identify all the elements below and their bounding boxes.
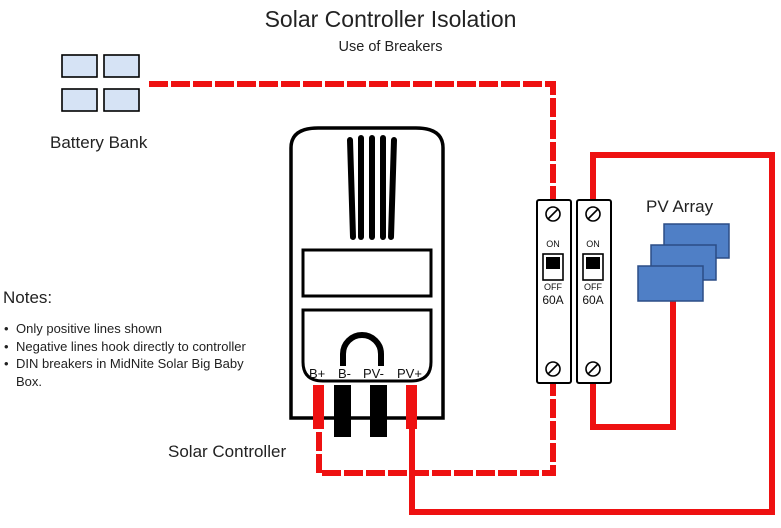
note-item: DIN breakers in MidNite Solar Big Baby B… — [4, 355, 254, 390]
screw-icon — [545, 206, 561, 222]
breaker-to-bplus-wire — [316, 377, 556, 476]
bplus-lead — [313, 385, 324, 429]
controller-display — [301, 248, 433, 298]
notes-heading: Notes: — [3, 288, 53, 307]
battery-to-breaker-wire — [149, 81, 556, 210]
pvminus-cable — [370, 385, 387, 437]
breaker-to-pv-wire — [590, 295, 676, 430]
breaker-2-rating: 60A — [582, 293, 603, 307]
breaker-1-on: ON — [546, 239, 560, 249]
breaker-2: ON OFF 60A — [576, 199, 612, 384]
terminal-pv-plus: PV+ — [397, 366, 422, 381]
terminal-b-minus: B- — [338, 366, 351, 381]
solar-controller-label: Solar Controller — [168, 442, 287, 461]
pv-array-label: PV Array — [646, 197, 714, 216]
note-item: Negative lines hook directly to controll… — [4, 338, 254, 356]
page-subtitle: Use of Breakers — [338, 39, 443, 55]
terminal-cover — [301, 308, 433, 383]
wires — [149, 81, 775, 515]
note-item: Only positive lines shown — [4, 320, 254, 338]
breaker-2-off: OFF — [584, 282, 602, 292]
battery-bank — [61, 54, 140, 112]
solar-controller: B+ B- PV- PV+ — [289, 126, 445, 437]
screw-icon — [585, 206, 601, 222]
pv-array — [637, 223, 730, 302]
screw-icon — [545, 361, 561, 377]
breaker-1-off: OFF — [544, 282, 562, 292]
pv-to-breaker-wire — [409, 152, 775, 515]
page-title: Solar Controller Isolation — [264, 6, 517, 32]
battery-bank-label: Battery Bank — [50, 133, 148, 152]
controller-vent-icon — [347, 135, 397, 240]
cable-loop-icon — [340, 332, 384, 366]
notes-list: Only positive lines shown Negative lines… — [4, 320, 254, 390]
terminal-pv-minus: PV- — [363, 366, 384, 381]
bminus-cable — [334, 385, 351, 437]
terminal-b-plus: B+ — [309, 366, 325, 381]
breaker-2-on: ON — [586, 239, 600, 249]
breaker-1: ON OFF 60A — [536, 199, 572, 384]
pvplus-lead — [406, 385, 417, 429]
screw-icon — [585, 361, 601, 377]
breaker-1-rating: 60A — [542, 293, 563, 307]
